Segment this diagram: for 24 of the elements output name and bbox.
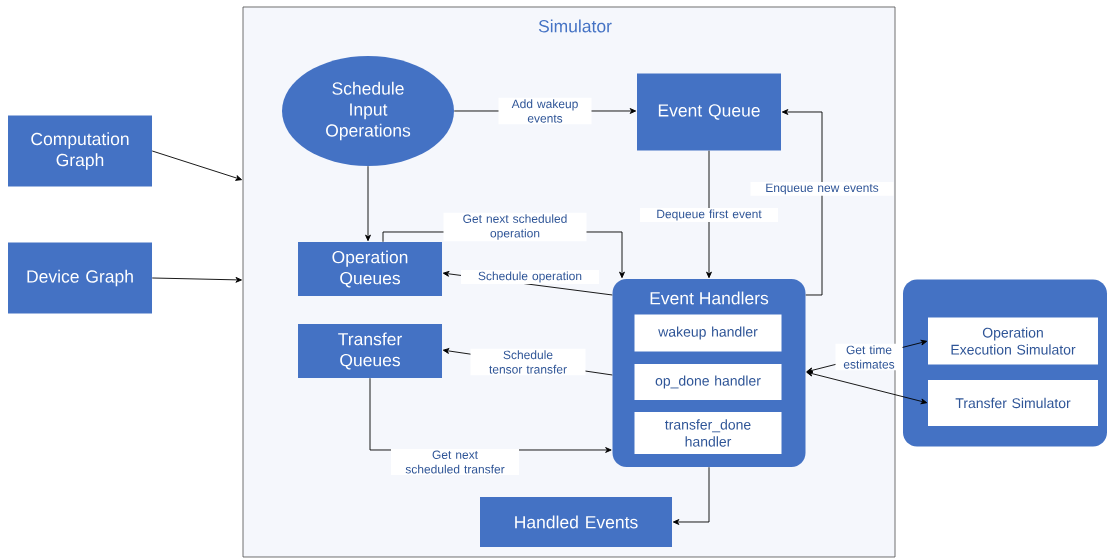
output-box: Handled Events [480, 497, 672, 547]
edge-label: Enqueue new events [750, 182, 894, 196]
arrow [672, 466, 710, 525]
arrow [151, 276, 242, 283]
edge-label: Get next scheduled operation [443, 212, 587, 242]
simulator-box: Operation Execution Simulator [928, 317, 1098, 365]
simulator-box: Transfer Simulator [928, 380, 1098, 426]
edge-label: Add wakeup events [498, 97, 592, 125]
handler-box: wakeup handler [634, 314, 782, 352]
queue-box: Transfer Queues [298, 324, 442, 378]
arrow [365, 165, 371, 242]
arrow [706, 150, 712, 279]
queue-box: Operation Queues [298, 242, 442, 296]
arrow [806, 370, 928, 405]
handler-box: op_done handler [634, 364, 782, 400]
edge-label: Schedule tensor transfer [470, 348, 586, 376]
handler-box: transfer_done handler [634, 412, 782, 454]
queue-box: Event Queue [637, 73, 781, 151]
edge-label: Get time estimates [835, 343, 903, 371]
input-box: Device Graph [8, 242, 152, 314]
arrow [151, 150, 242, 181]
edge-label: Get next scheduled transfer [391, 449, 519, 475]
input-box: Computation Graph [8, 115, 152, 187]
arrow [781, 109, 823, 296]
